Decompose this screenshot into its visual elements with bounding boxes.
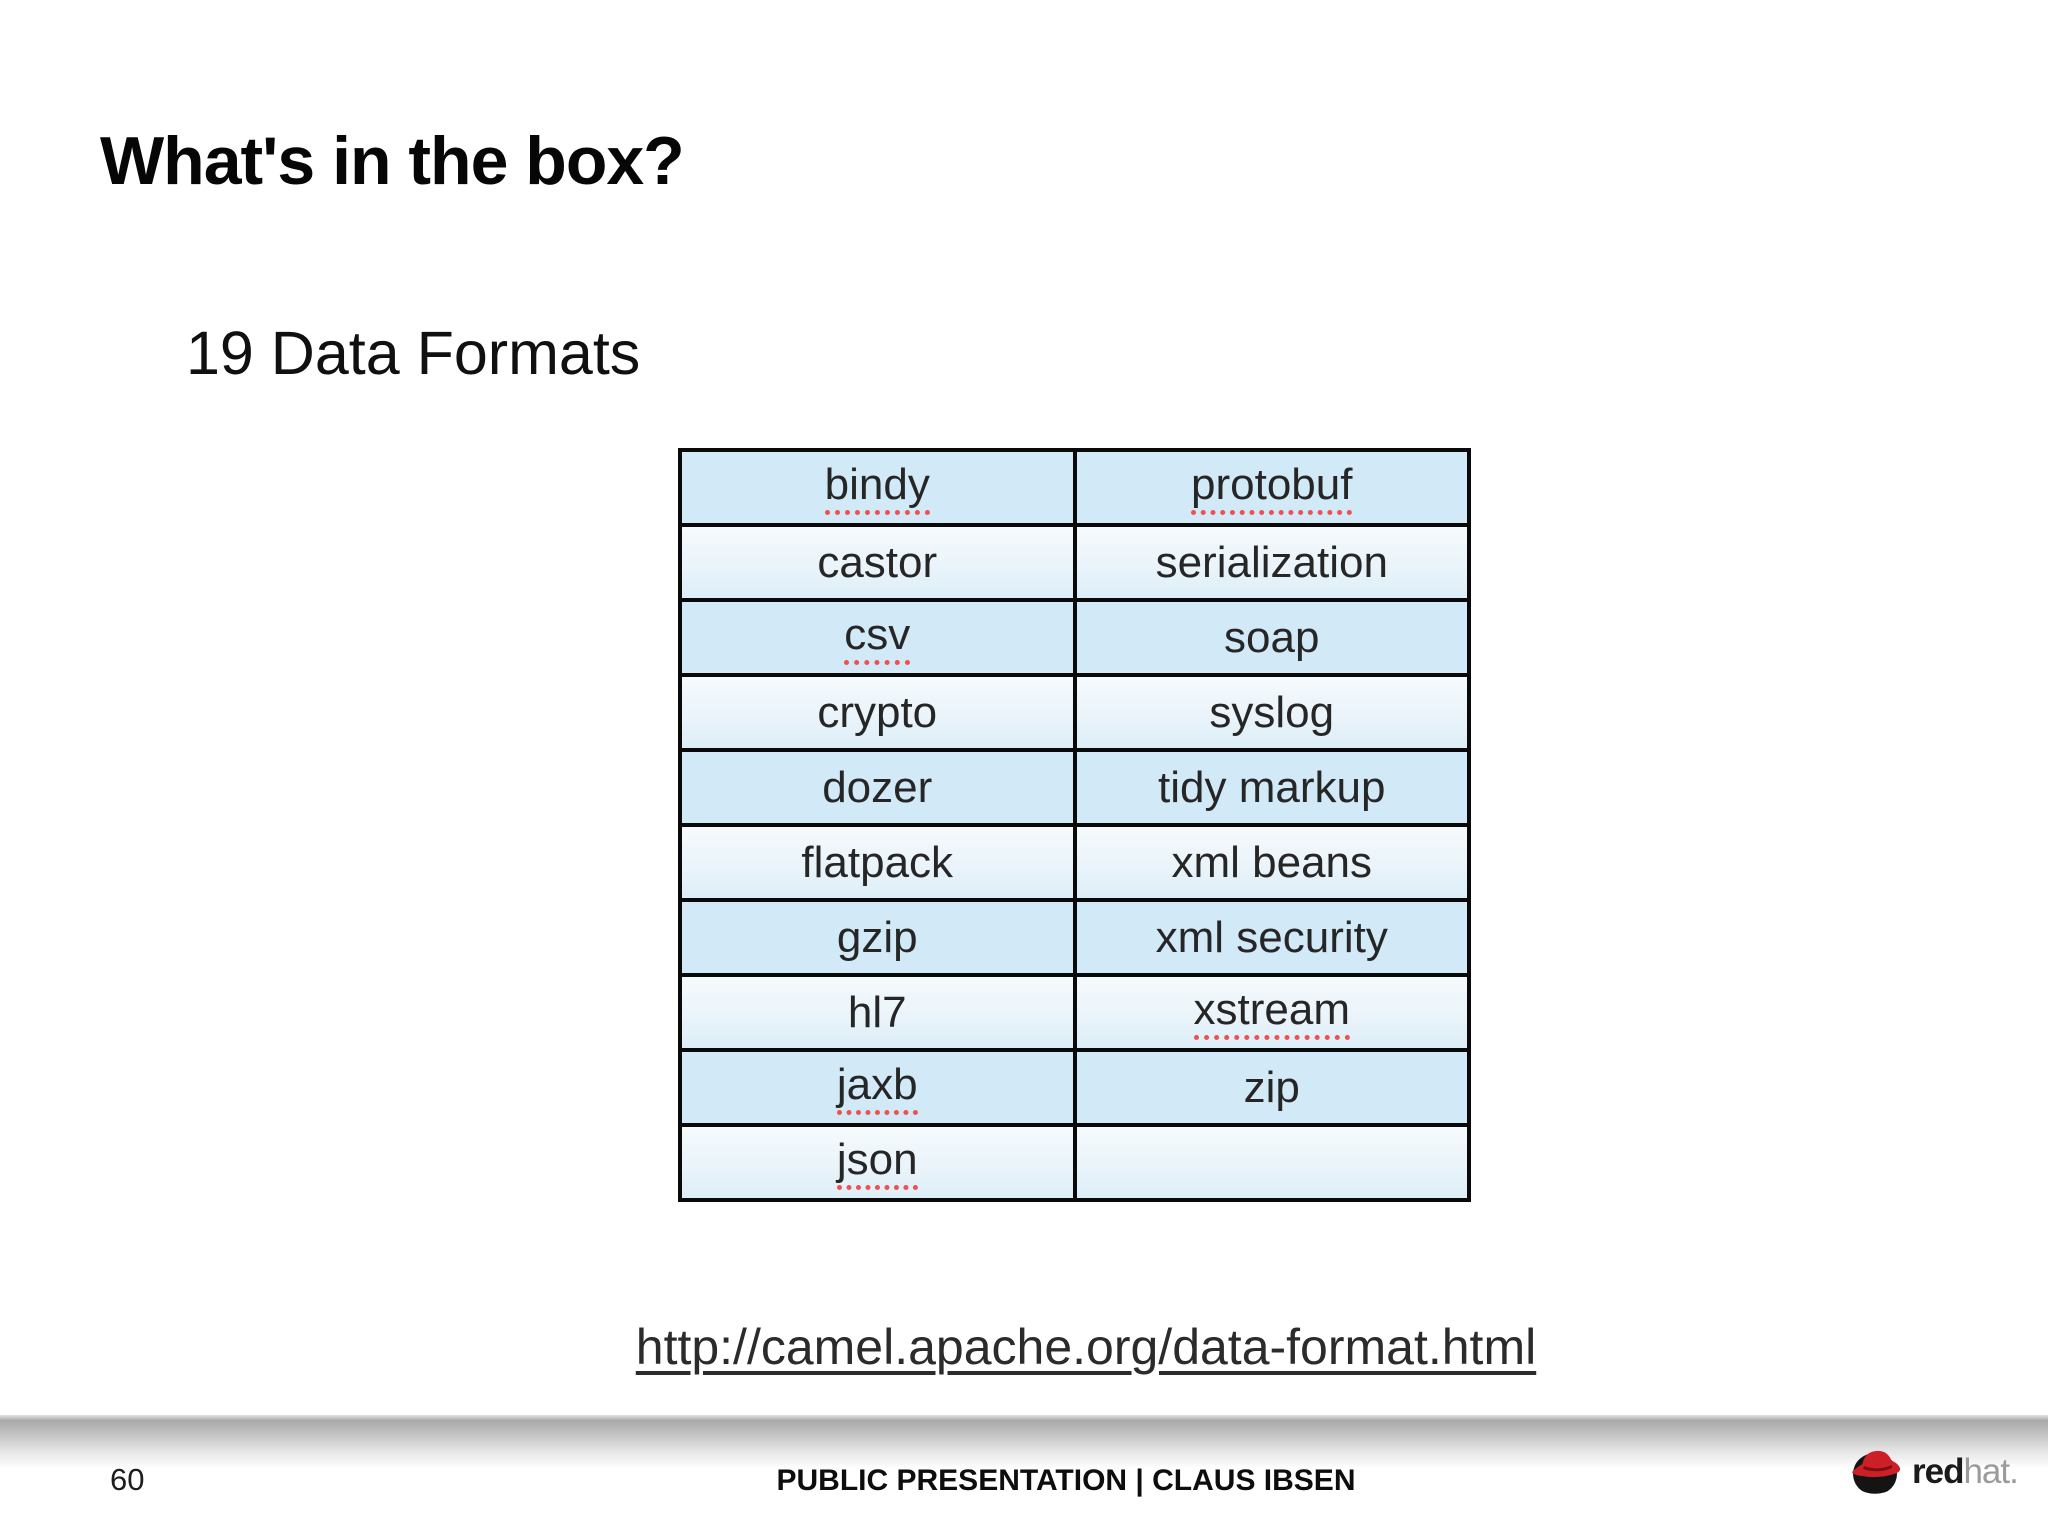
table-cell: serialization	[1072, 523, 1471, 602]
data-format-label: xml beans	[1171, 837, 1373, 887]
table-cell: jaxb	[678, 1048, 1077, 1127]
data-format-label: tidy markup	[1158, 762, 1386, 812]
table-cell: gzip	[678, 898, 1077, 977]
data-format-label: json	[836, 1137, 918, 1190]
data-format-label: hl7	[847, 987, 907, 1037]
logo-word-hat: hat.	[1963, 1452, 2018, 1491]
table-row: dozer tidy markup	[678, 748, 1471, 827]
camel-data-format-link[interactable]: http://camel.apache.org/data-format.html	[635, 1319, 1537, 1375]
table-cell: soap	[1072, 598, 1471, 677]
data-format-label: zip	[1243, 1062, 1300, 1112]
table-cell: hl7	[678, 973, 1077, 1052]
table-cell: bindy	[678, 448, 1077, 527]
table-cell: flatpack	[678, 823, 1077, 902]
table-row: csv soap	[678, 598, 1471, 677]
subtitle-data-formats-count: 19 Data Formats	[186, 319, 641, 387]
redhat-hat-icon	[1850, 1446, 1906, 1498]
table-cell	[1072, 1123, 1471, 1202]
table-row: crypto syslog	[678, 673, 1471, 752]
table-cell: castor	[678, 523, 1077, 602]
table-cell: dozer	[678, 748, 1077, 827]
data-format-label: serialization	[1155, 537, 1388, 587]
data-format-label: jaxb	[836, 1062, 918, 1115]
table-cell: tidy markup	[1072, 748, 1471, 827]
data-format-label: castor	[817, 537, 938, 587]
redhat-logo-text: redhat.	[1912, 1452, 2019, 1492]
data-format-label: bindy	[824, 462, 930, 515]
table-cell: csv	[678, 598, 1077, 677]
table-cell: json	[678, 1123, 1077, 1202]
presentation-label: PUBLIC PRESENTATION | CLAUS IBSEN	[776, 1464, 1356, 1497]
table-cell: xml security	[1072, 898, 1471, 977]
data-format-label: gzip	[836, 912, 918, 962]
page-number: 60	[110, 1462, 145, 1497]
data-format-label: xstream	[1193, 987, 1350, 1040]
data-format-label: protobuf	[1191, 462, 1353, 515]
table-row: castor serialization	[678, 523, 1471, 602]
redhat-logo: redhat.	[1850, 1446, 2019, 1498]
data-format-label: soap	[1224, 612, 1320, 662]
table-row: json	[678, 1123, 1471, 1202]
table-row: hl7 xstream	[678, 973, 1471, 1052]
data-format-label: csv	[844, 612, 911, 665]
data-format-label: syslog	[1209, 687, 1335, 737]
table-cell: zip	[1072, 1048, 1471, 1127]
link-row: http://camel.apache.org/data-format.html	[0, 1318, 2048, 1376]
data-format-label: dozer	[822, 762, 933, 812]
data-format-label: flatpack	[801, 837, 954, 887]
footer-divider-bar	[0, 1415, 2048, 1469]
logo-word-red: red	[1912, 1452, 1964, 1491]
table-cell: xstream	[1072, 973, 1471, 1052]
page-title: What's in the box?	[100, 123, 685, 199]
table-row: jaxb zip	[678, 1048, 1471, 1127]
table-cell: protobuf	[1072, 448, 1471, 527]
table-row: flatpack xml beans	[678, 823, 1471, 902]
table-row: gzip xml security	[678, 898, 1471, 977]
footer-center: PUBLIC PRESENTATION | CLAUS IBSEN	[0, 1464, 2048, 1498]
table-row: bindy protobuf	[678, 448, 1471, 527]
data-format-label: xml security	[1155, 912, 1388, 962]
table-cell: crypto	[678, 673, 1077, 752]
table-cell: xml beans	[1072, 823, 1471, 902]
data-format-label: crypto	[817, 687, 938, 737]
table-cell: syslog	[1072, 673, 1471, 752]
